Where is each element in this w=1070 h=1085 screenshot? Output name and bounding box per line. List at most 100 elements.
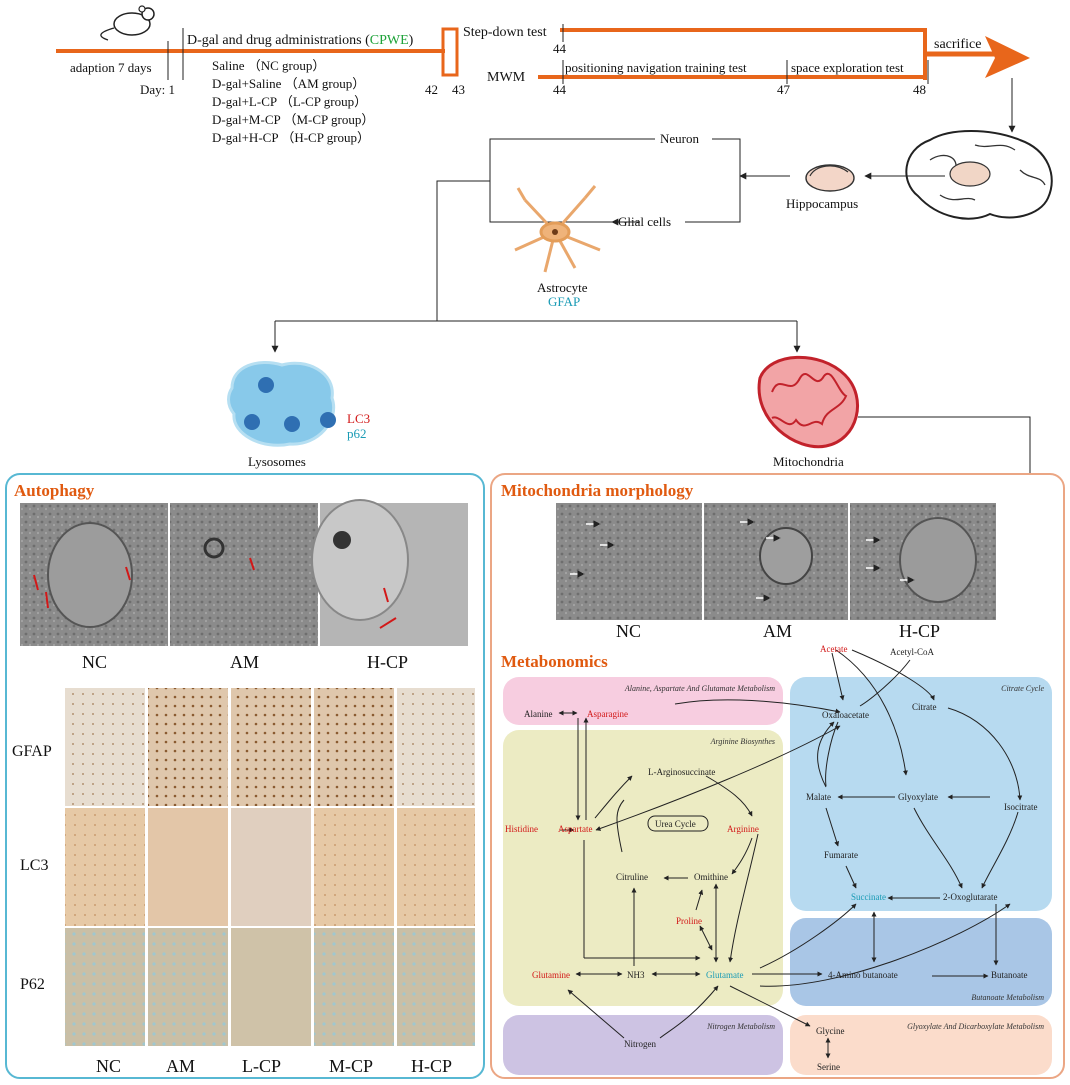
region-but-label: Butanoate Metabolism (971, 993, 1044, 1002)
space-label: space exploration test (791, 60, 904, 75)
positioning-label: positioning navigation training test (565, 60, 747, 75)
node-glutamine: Glutamine (532, 970, 570, 980)
ihc-p62-row (65, 928, 475, 1046)
lc3-label: LC3 (347, 411, 370, 426)
metabonomics-title: Metabonomics (501, 652, 608, 671)
node-acetate: Acetate (820, 644, 847, 654)
autophagy-title: Autophagy (14, 481, 95, 500)
region-arg (503, 730, 783, 1006)
mito-em-image-nc (556, 503, 702, 620)
step-day-label: 44 (553, 41, 567, 56)
pathway-edges (558, 649, 1023, 1059)
node-oxoglutarate: 2-Oxoglutarate (943, 892, 997, 902)
step-down-label: Step-down test (463, 25, 547, 40)
node-succinate: Succinate (851, 892, 886, 902)
astrocyte-label: Astrocyte (537, 280, 588, 295)
node-acetylcoa: Acetyl-CoA (890, 647, 934, 657)
mitochondria-label: Mitochondria (773, 454, 844, 469)
region-tca (790, 677, 1052, 911)
brain-icon (905, 130, 1053, 220)
node-ureacycle: Urea Cycle (655, 819, 696, 829)
lysosomes-label: Lysosomes (248, 454, 306, 469)
test-bracket (441, 27, 459, 77)
node-arginine: Arginine (727, 824, 759, 834)
ihc-col-label: NC (96, 1056, 121, 1076)
hippocampus-label: Hippocampus (786, 196, 858, 211)
node-butanoate: Butanoate (991, 970, 1028, 980)
region-tca-label: Citrate Cycle (1001, 684, 1044, 693)
group-item: D-gal+H-CP （H-CP group） (212, 130, 370, 145)
ihc-row-label: LC3 (20, 857, 48, 874)
autophagy-em-label: H-CP (367, 652, 408, 672)
autophagy-panel: Autophagy NC AM H-CP GFAP LC3 P62 (5, 473, 485, 1079)
node-omithine: Omithine (694, 872, 728, 882)
group-item: Saline （NC group） (212, 58, 325, 73)
ihc-lc3-row (65, 808, 475, 926)
node-glycine: Glycine (816, 1026, 845, 1036)
administration-label: D-gal and drug administrations (CPWE) (187, 33, 414, 48)
timeline: adaption 7 days Day: 1 D-gal and drug ad… (56, 5, 1030, 145)
pathway-nodes: Acetate Acetyl-CoA Alanine Asparagine Ox… (505, 644, 1037, 1072)
node-citrate: Citrate (912, 702, 937, 712)
node-malate: Malate (806, 792, 831, 802)
day-48-label: 48 (913, 82, 926, 97)
hippocampus-icon (805, 164, 855, 192)
day-47-label: 47 (777, 82, 791, 97)
ihc-row-label: GFAP (12, 743, 52, 760)
mito-em-label: NC (616, 621, 641, 641)
mito-panel: Mitochondria morphology NC AM H-CP Metab… (490, 473, 1065, 1079)
region-nit-label: Nitrogen Metabolism (706, 1022, 775, 1031)
cpwe-label: CPWE (370, 33, 409, 48)
ihc-row-label: P62 (20, 976, 45, 993)
ihc-col-label: H-CP (411, 1056, 452, 1076)
region-but (790, 918, 1052, 1006)
glial-label: Glial cells (618, 214, 671, 229)
mito-em-label: H-CP (899, 621, 940, 641)
region-nit (503, 1015, 783, 1075)
node-oxaloacetate: Oxaloacetate (822, 710, 869, 720)
day-43-label: 43 (452, 82, 465, 97)
day-1-label: Day: 1 (140, 82, 175, 97)
node-citruline: Citruline (616, 872, 648, 882)
ihc-col-label: AM (166, 1056, 195, 1076)
region-gly-label: Glyoxylate And Dicarboxylate Metabolism (907, 1022, 1044, 1031)
node-serine: Serine (817, 1062, 840, 1072)
mwm-label: MWM (487, 70, 526, 85)
adaption-label: adaption 7 days (70, 60, 152, 75)
sacrifice-label: sacrifice (934, 37, 981, 52)
autophagy-em-label: AM (230, 652, 259, 672)
group-list: Saline （NC group） D-gal+Saline （AM group… (212, 58, 374, 145)
neuron-label: Neuron (660, 131, 699, 146)
mitochondria-icon (757, 355, 860, 449)
node-glutamate: Glutamate (706, 970, 744, 980)
lysosome-icon (227, 361, 336, 447)
ihc-col-label: M-CP (329, 1056, 373, 1076)
p62-label: p62 (347, 426, 367, 441)
region-gly (790, 1015, 1052, 1075)
mito-em-label: AM (763, 621, 792, 641)
em-image-am (170, 503, 318, 646)
brain-section: Hippocampus Neuron Glial cells Astrocyte… (227, 130, 1053, 669)
node-aminobutanoate: 4-Amino butanoate (828, 970, 898, 980)
mwm-day-label: 44 (553, 82, 567, 97)
day-42-label: 42 (425, 82, 438, 97)
node-glyoxylate: Glyoxylate (898, 792, 938, 802)
astrocyte-icon (514, 185, 601, 273)
node-larginosuccinate: L-Arginosuccinate (648, 767, 715, 777)
gfap-label: GFAP (548, 294, 580, 309)
node-asparagine: Asparagine (587, 709, 628, 719)
region-ala-label: Alanine, Aspartate And Glutamate Metabol… (624, 684, 775, 693)
autophagy-em-label: NC (82, 652, 107, 672)
node-fumarate: Fumarate (824, 850, 858, 860)
node-alanine: Alanine (524, 709, 553, 719)
ihc-col-label: L-CP (242, 1056, 281, 1076)
sacrifice-arrow-icon (985, 36, 1030, 78)
node-proline: Proline (676, 916, 702, 926)
mouse-icon (100, 5, 155, 41)
node-nitrogen: Nitrogen (624, 1039, 656, 1049)
node-nh3: NH3 (627, 970, 645, 980)
region-arg-label: Arginine Biosynthes (710, 737, 775, 746)
group-item: D-gal+L-CP （L-CP group） (212, 94, 367, 109)
node-histidine: Histidine (505, 824, 538, 834)
